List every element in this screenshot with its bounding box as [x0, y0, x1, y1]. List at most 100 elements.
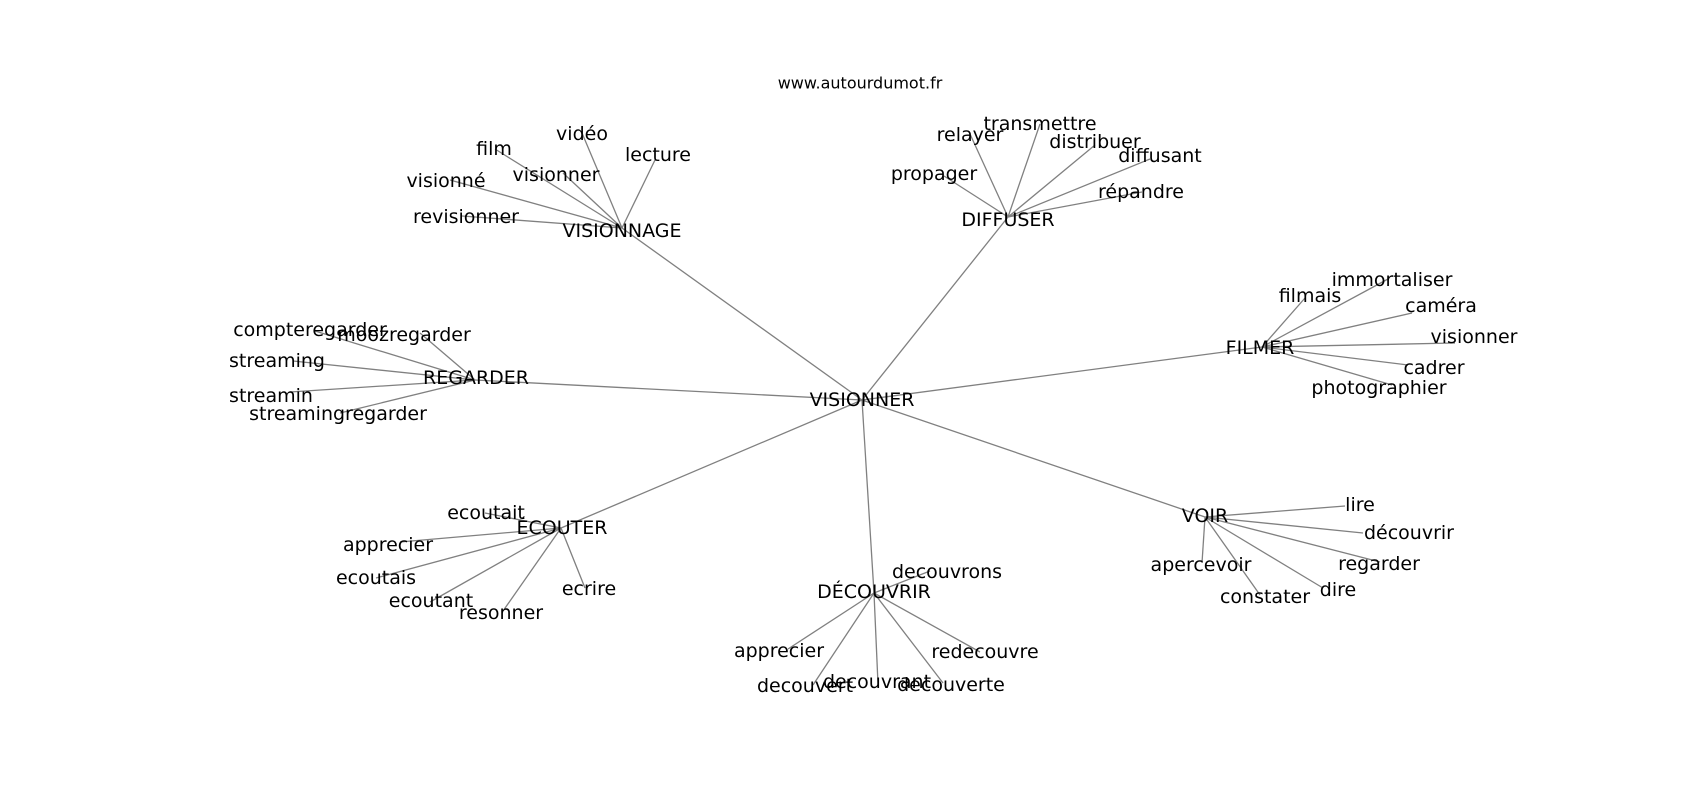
hub-word: DIFFUSER: [961, 209, 1054, 231]
hub-leaf-edge: [375, 527, 562, 579]
hub-leaf-edge: [621, 159, 656, 229]
leaf-word: filmais: [1279, 285, 1342, 307]
hub-leaf-edge: [1204, 516, 1324, 589]
leaf-word: photographier: [1311, 377, 1446, 399]
leaf-word: propager: [891, 163, 978, 185]
hub-leaf-edge: [449, 179, 623, 229]
leaf-word: decouvrant: [823, 671, 931, 693]
leaf-word: répandre: [1098, 181, 1184, 203]
hub-leaf-edge: [969, 133, 1009, 218]
hub-leaf-edge: [1204, 516, 1364, 534]
hub-leaf-edge: [1007, 191, 1143, 218]
center-word: VISIONNER: [810, 389, 915, 411]
leaf-word: constater: [1220, 586, 1310, 608]
leaf-word: revisionner: [413, 206, 519, 228]
leaf-word: lire: [1345, 494, 1375, 516]
hub-leaf-edge: [1204, 516, 1381, 563]
leaf-word: immortaliser: [1332, 269, 1453, 291]
edge-layer: [289, 123, 1456, 686]
center-hub-edge: [861, 216, 1009, 401]
hub-leaf-edge: [560, 527, 586, 589]
hub-leaf-edge: [1007, 144, 1096, 218]
hub-word: REGARDER: [423, 367, 529, 389]
hub-leaf-edge: [461, 215, 623, 229]
hub-leaf-edge: [399, 527, 562, 543]
leaf-word: visionner: [513, 164, 600, 186]
center-hub-edge: [861, 346, 1263, 401]
hub-leaf-edge: [1204, 516, 1261, 596]
hub-leaf-edge: [873, 592, 981, 653]
hub-leaf-edge: [873, 592, 879, 685]
leaf-word: decouvert: [757, 675, 853, 697]
leaf-word: cadrer: [1403, 357, 1464, 379]
hub-leaf-edge: [581, 132, 623, 229]
leaf-word: ecoutant: [389, 590, 473, 612]
leaf-word: diffusant: [1118, 145, 1202, 167]
hub-leaf-edge: [1007, 123, 1041, 218]
hub-leaf-edge: [1201, 516, 1206, 564]
leaf-word: regarder: [1338, 553, 1420, 575]
leaf-word: resonner: [459, 602, 543, 624]
leaf-word: streaming: [229, 350, 325, 372]
center-hub-edge: [861, 399, 875, 594]
leaf-word: visionné: [406, 170, 485, 192]
leaf-word: dire: [1320, 579, 1356, 601]
leaf-word: moozregarder: [337, 324, 471, 346]
leaf-word: decouvrons: [892, 561, 1002, 583]
hub-leaf-edge: [1261, 312, 1413, 348]
leaf-word: apprecier: [734, 640, 824, 662]
leaf-word: film: [476, 138, 512, 160]
hub-leaf-edge: [429, 527, 562, 603]
site-caption: www.autourdumot.fr: [778, 74, 943, 93]
center-hub-edge: [560, 399, 863, 529]
leaf-word: decouverte: [897, 674, 1005, 696]
leaf-word: ecrire: [562, 578, 616, 600]
leaf-word: streamin: [229, 385, 313, 407]
hub-leaf-edge: [873, 570, 931, 594]
leaf-word: redecouvre: [931, 641, 1038, 663]
leaf-word: ecoutait: [447, 502, 525, 524]
leaf-word: apercevoir: [1151, 554, 1252, 576]
hub-leaf-edge: [1261, 342, 1456, 348]
hub-word: DÉCOUVRIR: [817, 580, 931, 603]
hub-leaf-edge: [339, 379, 476, 414]
center-hub-edge: [621, 227, 863, 401]
hub-leaf-edge: [494, 148, 623, 229]
leaf-word: caméra: [1405, 295, 1477, 317]
hub-word: ÉCOUTER: [517, 516, 608, 539]
hub-word: VISIONNAGE: [562, 220, 681, 242]
leaf-word: lecture: [625, 144, 691, 166]
leaf-word: streamingregarder: [249, 403, 427, 425]
hub-leaf-edge: [873, 592, 944, 684]
hub-leaf-edge: [787, 592, 875, 650]
leaf-word: compteregarder: [233, 319, 387, 341]
hub-word: VOIR: [1182, 505, 1228, 527]
hub-leaf-edge: [484, 512, 562, 529]
leaf-word: ecoutais: [336, 567, 416, 589]
label-layer: www.autourdumot.fr film vidéo lecture visio…: [229, 74, 1518, 698]
hub-leaf-edge: [289, 379, 476, 393]
hub-leaf-edge: [812, 592, 875, 686]
leaf-word: découvrir: [1364, 522, 1454, 544]
leaf-word: distribuer: [1049, 131, 1141, 153]
hub-leaf-edge: [1261, 278, 1389, 348]
hub-leaf-edge: [1261, 346, 1409, 366]
hub-leaf-edge: [943, 175, 1009, 218]
center-hub-edge: [861, 399, 1206, 518]
hub-leaf-edge: [1261, 297, 1306, 348]
hub-leaf-edge: [502, 527, 562, 612]
leaf-word: relayer: [937, 124, 1004, 146]
leaf-word: vidéo: [556, 123, 608, 145]
leaf-word: apprecier: [343, 534, 433, 556]
hub-leaf-edge: [314, 330, 476, 381]
hub-leaf-edge: [1204, 505, 1346, 518]
hub-leaf-edge: [1261, 346, 1393, 386]
leaf-word: transmettre: [983, 113, 1096, 135]
hub-word: FILMER: [1226, 337, 1295, 359]
hub-leaf-edge: [1007, 158, 1151, 218]
leaf-word: visionner: [1431, 326, 1518, 348]
hub-leaf-edge: [419, 332, 476, 381]
center-hub-edge: [474, 379, 863, 401]
